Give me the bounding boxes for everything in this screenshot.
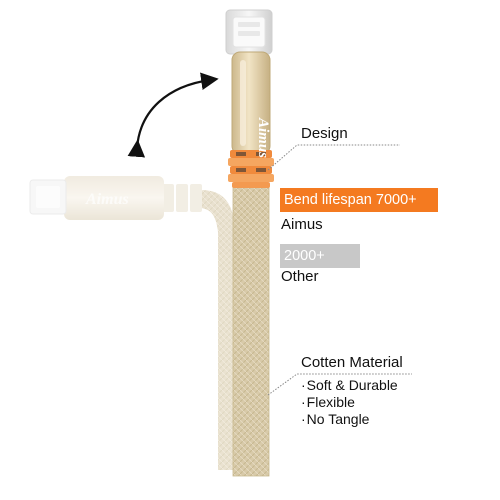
feature-item: Flexible — [301, 394, 398, 411]
curved-double-arrow-icon — [127, 72, 219, 158]
design-leader — [267, 144, 400, 171]
material-leader — [267, 373, 412, 396]
feature-list: Soft & Durable Flexible No Tangle — [301, 377, 398, 428]
aimus-lifespan-bar: Bend lifespan 7000+ — [280, 188, 438, 212]
aimus-label: Aimus — [281, 216, 323, 233]
logo-text: Aimus — [255, 117, 271, 158]
ghost-logo-text: Aimus — [85, 191, 129, 208]
feature-item: No Tangle — [301, 411, 398, 428]
material-title: Cotten Material — [301, 354, 403, 371]
feature-item: Soft & Durable — [301, 377, 398, 394]
other-lifespan-bar: 2000+ — [280, 244, 360, 268]
bent-cable-ghost — [29, 176, 236, 470]
design-label: Design — [301, 125, 348, 142]
other-label: Other — [281, 268, 319, 285]
straight-cable — [225, 9, 274, 477]
